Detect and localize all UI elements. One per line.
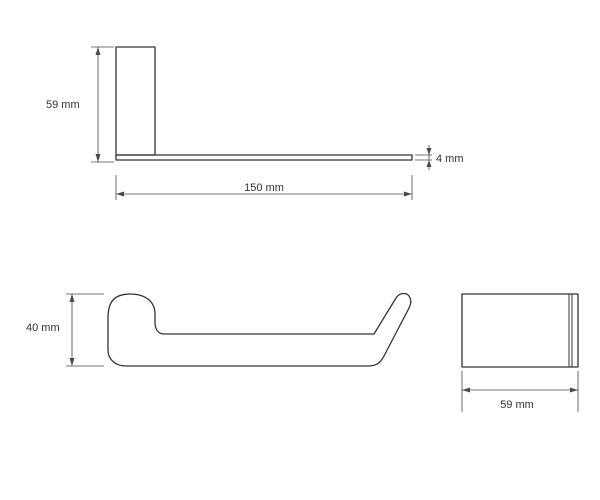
arrowhead bbox=[69, 358, 75, 366]
arrowhead bbox=[426, 160, 432, 167]
arrowhead bbox=[462, 387, 470, 393]
arrowhead bbox=[95, 47, 101, 55]
arrowhead bbox=[95, 154, 101, 162]
dimension-plate-thickness: 4 mm bbox=[415, 145, 464, 170]
front-view bbox=[107, 292, 412, 367]
overall-length-label: 150 mm bbox=[244, 182, 284, 194]
side-view bbox=[115, 46, 413, 161]
arrowhead bbox=[69, 294, 75, 302]
end-view bbox=[461, 293, 579, 368]
horizontal-bar bbox=[115, 154, 413, 161]
arrowhead bbox=[426, 148, 432, 155]
side-height-label: 59 mm bbox=[46, 99, 80, 111]
dimension-overall-length: 150 mm bbox=[115, 175, 413, 200]
dimension-side-height: 59 mm bbox=[46, 46, 114, 163]
dimension-end-width: 59 mm bbox=[461, 371, 579, 412]
end-width-label: 59 mm bbox=[500, 399, 534, 411]
dimension-front-height: 40 mm bbox=[26, 293, 104, 367]
arrowhead bbox=[404, 191, 412, 197]
mount-block bbox=[115, 46, 156, 156]
front-height-label: 40 mm bbox=[26, 322, 60, 334]
arrowhead bbox=[116, 191, 124, 197]
end-block bbox=[461, 293, 579, 368]
arrowhead bbox=[570, 387, 578, 393]
holder-outline bbox=[107, 292, 412, 367]
plate-thickness-label: 4 mm bbox=[436, 153, 464, 165]
